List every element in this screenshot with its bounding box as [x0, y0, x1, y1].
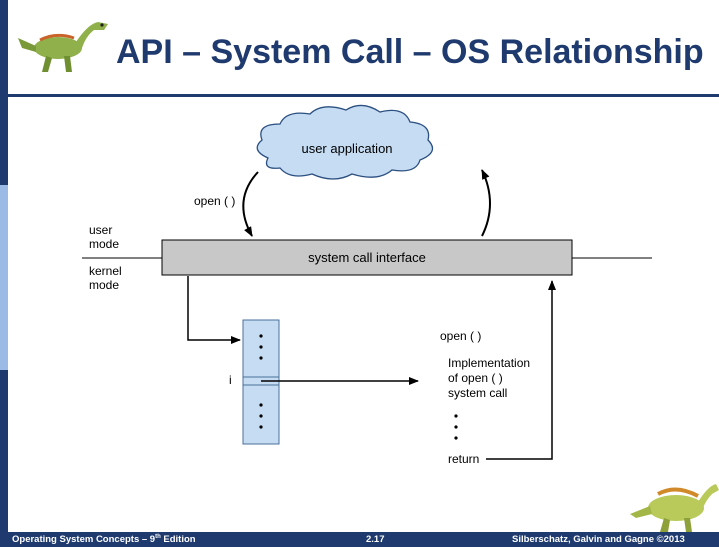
kernel-mode-label-line1: kernel [89, 264, 122, 278]
table-ellipsis-top [259, 334, 263, 360]
impl-line2: of open ( ) [448, 371, 503, 385]
kernel-mode-label-line2: mode [89, 278, 119, 292]
open-call-label: open ( ) [194, 194, 235, 208]
footer-page-number: 2.17 [366, 534, 385, 545]
slide-title: API – System Call – OS Relationship [116, 33, 704, 71]
footer-authors: Silberschatz, Galvin and Gagne ©2013 [512, 534, 685, 545]
impl-line3: system call [448, 386, 507, 400]
system-call-interface-bar [161, 239, 573, 276]
open-call-arrow [242, 171, 259, 237]
table-ellipsis-bottom [259, 403, 263, 429]
system-call-table [242, 319, 280, 445]
table-index-label: i [229, 373, 232, 387]
dinosaur-corner-icon [630, 484, 719, 532]
user-application-cloud [256, 104, 434, 180]
impl-return-label: return [448, 452, 479, 466]
return-to-user-arrow [481, 169, 491, 237]
footer-book-title-main: Operating System Concepts – 9 [12, 534, 156, 546]
impl-line1: Implementation [448, 356, 530, 370]
user-mode-label-line2: mode [89, 237, 119, 251]
return-arrow [486, 280, 556, 460]
footer-book-title-tail: Edition [160, 534, 196, 546]
dinosaur-logo-icon [18, 22, 108, 72]
impl-open-label: open ( ) [440, 329, 481, 343]
dispatch-arrow [187, 276, 241, 344]
footer-bar [0, 532, 719, 547]
footer-book-title: Operating System Concepts – 9th Edition [12, 534, 196, 545]
user-application-label: user application [301, 141, 392, 156]
system-call-interface-label: system call interface [308, 250, 426, 265]
title-underline [8, 94, 719, 97]
impl-ellipsis [454, 414, 458, 440]
left-accent-highlight [0, 185, 8, 370]
footer-book-title-sup: th [155, 534, 161, 540]
user-mode-label-line1: user [89, 223, 112, 237]
